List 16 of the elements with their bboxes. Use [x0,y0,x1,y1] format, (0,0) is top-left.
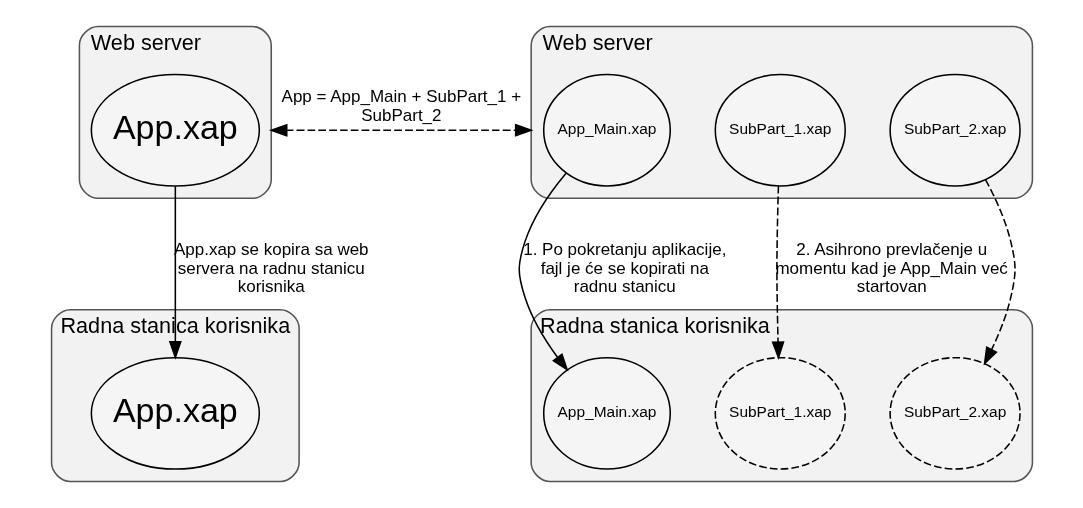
node-ellipse: App_Main.xap [542,73,671,187]
arrow [268,123,533,137]
arrow [983,178,1016,366]
edge-label: 2. Asihrono prevlačenje u momentu kad je App_Main već startovan [774,240,1008,297]
node-ellipse: SubPart_1.xap [714,73,846,187]
edge-label: 1. Po pokretanju aplikacije, fajl je će se kopirati na radnu stanicu [522,240,726,297]
node-ellipse: SubPart_1.xap [714,356,846,470]
edge-label: App = App_Main + SubPart_1 + SubPart_2 [281,87,521,125]
node-ellipse: SubPart_2.xap [888,73,1021,187]
node-ellipse: App_Main.xap [542,356,671,470]
node-ellipse: App.xap [90,73,260,187]
node-ellipse: App.xap [90,356,260,470]
arrow [517,172,569,372]
arrow [771,185,785,360]
arrow [168,185,182,360]
node-ellipse: SubPart_2.xap [888,356,1021,470]
